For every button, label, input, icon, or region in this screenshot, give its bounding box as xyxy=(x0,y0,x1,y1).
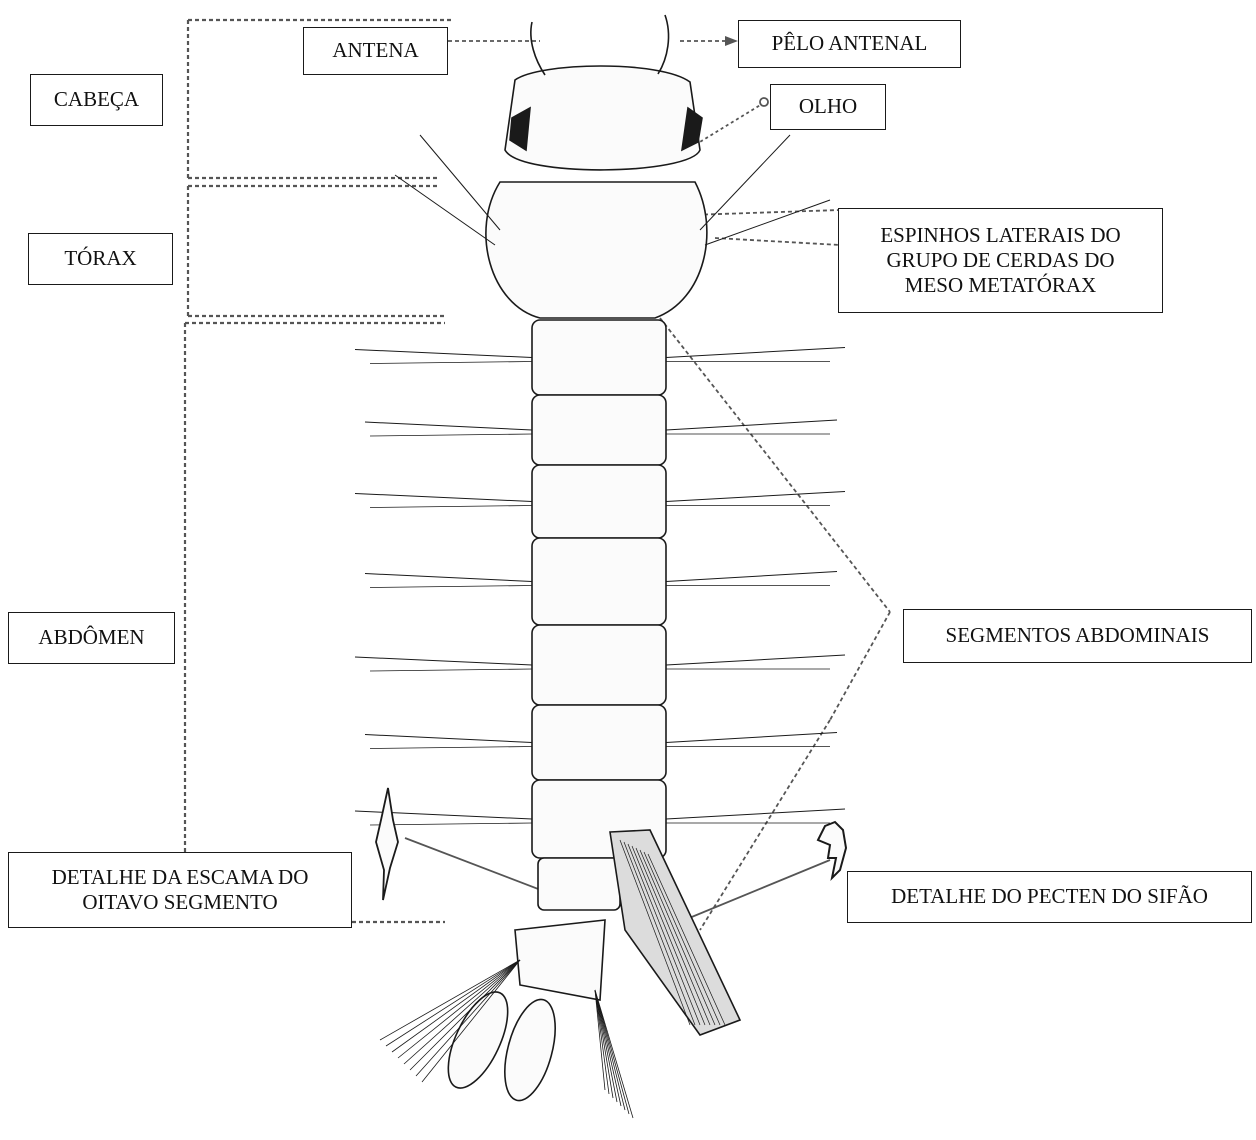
larva-body xyxy=(355,15,845,1118)
thorax-seta-4 xyxy=(705,200,830,245)
larva-thorax xyxy=(486,182,707,318)
seta-left-b-2 xyxy=(370,434,532,436)
pecten-detail xyxy=(818,822,846,878)
seta-left-b-1 xyxy=(370,362,532,364)
seta-right-1 xyxy=(666,348,845,358)
label-antena: ANTENA xyxy=(303,27,448,75)
abdominal-segment-5 xyxy=(532,625,666,705)
label-olho: OLHO xyxy=(770,84,886,130)
abdominal-segment-6 xyxy=(532,705,666,780)
label-escama-oitavo-segmento: DETALHE DA ESCAMA DO OITAVO SEGMENTO xyxy=(8,852,352,928)
seta-left-b-3 xyxy=(370,506,532,508)
seta-right-7 xyxy=(666,809,845,819)
ventral-seta-8 xyxy=(595,990,633,1118)
seta-left-5 xyxy=(355,657,532,665)
seta-right-4 xyxy=(666,572,837,582)
thorax-seta-2 xyxy=(395,175,495,245)
seta-right-3 xyxy=(666,492,845,502)
abdominal-segment-3 xyxy=(532,465,666,538)
seta-left-b-5 xyxy=(370,669,532,671)
thorax-seta-1 xyxy=(420,135,500,230)
label-cabeca: CABEÇA xyxy=(30,74,163,126)
abdominal-segment-1 xyxy=(532,320,666,395)
abdominal-segment-8 xyxy=(538,858,620,910)
ventral-seta-7 xyxy=(595,990,629,1114)
ventral-seta-4 xyxy=(595,990,617,1102)
abdominal-segment-4 xyxy=(532,538,666,625)
seta-right-6 xyxy=(666,733,837,743)
scale-detail xyxy=(376,788,398,900)
label-segmentos-abdominais: SEGMENTOS ABDOMINAIS xyxy=(903,609,1252,663)
label-pelo-antenal: PÊLO ANTENAL xyxy=(738,20,961,68)
seta-left-3 xyxy=(355,494,532,502)
region-brackets xyxy=(185,20,452,922)
seta-left-b-6 xyxy=(370,747,532,749)
seta-right-5 xyxy=(666,655,845,665)
larva-antenna-left xyxy=(531,22,545,75)
seta-left-6 xyxy=(365,735,532,743)
ventral-seta-6 xyxy=(595,990,625,1110)
label-abdomen: ABDÔMEN xyxy=(8,612,175,664)
label-espinhos-laterais: ESPINHOS LATERAIS DO GRUPO DE CERDAS DO … xyxy=(838,208,1163,313)
seta-left-1 xyxy=(355,350,532,358)
label-torax: TÓRAX xyxy=(28,233,173,285)
label-pecten-sifao: DETALHE DO PECTEN DO SIFÃO xyxy=(847,871,1252,923)
larva-antenna-right xyxy=(658,15,669,74)
thorax-seta-3 xyxy=(700,135,790,230)
seta-left-b-4 xyxy=(370,586,532,588)
seta-left-2 xyxy=(365,422,532,430)
anal-segment xyxy=(515,920,605,1000)
larva-head xyxy=(505,66,700,170)
seta-right-2 xyxy=(666,420,837,430)
seta-left-4 xyxy=(365,574,532,582)
abdominal-segment-2 xyxy=(532,395,666,465)
